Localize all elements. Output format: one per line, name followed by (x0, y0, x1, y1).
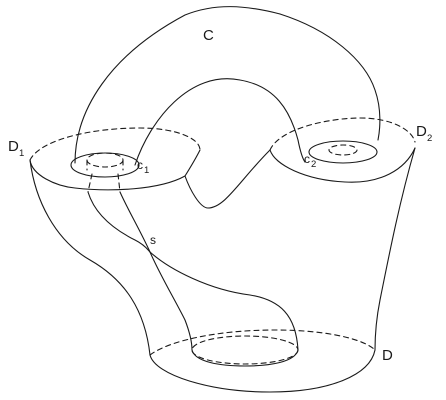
disc-D (149, 329, 376, 393)
label-c2: c 2 (304, 152, 316, 170)
disc-D-inner-back (191, 335, 299, 365)
disc-D2-inner-hole (328, 144, 358, 156)
boundary-c1 (70, 152, 140, 178)
disc-D1-right-edge (184, 149, 201, 177)
outer-left-side (29, 159, 151, 356)
tube-left-lower (149, 251, 193, 351)
label-C: C (203, 27, 214, 44)
disc-D1-back-rim (29, 127, 201, 161)
disc-D2-front-rim (269, 147, 416, 183)
outer-right-side (374, 147, 416, 351)
handle-inner-right-down (297, 139, 306, 163)
disc-D-front-rim (149, 349, 376, 393)
label-c2-sub: 2 (311, 159, 316, 170)
handle-inner-left (134, 78, 299, 166)
boundary-c2 (308, 140, 378, 164)
handle-outer-right (279, 13, 381, 141)
disc-D-back-rim (149, 329, 376, 356)
disc-D1-inner-tube (87, 173, 121, 193)
disc-D-inner-front (191, 349, 299, 367)
label-D: D (382, 347, 393, 364)
disc-D1-front-rim (29, 159, 186, 191)
tube-left-upper (87, 191, 151, 253)
label-s: s (150, 233, 156, 247)
disc-D2-back-rim (269, 117, 416, 151)
tube-right-lower (149, 251, 299, 351)
label-D1-main: D (8, 138, 19, 155)
label-D1: D 1 (8, 138, 24, 159)
label-D2: D 2 (416, 123, 432, 144)
label-D2-sub: 2 (427, 133, 432, 144)
tube-right-upper (119, 191, 151, 253)
disc-D1-inner-hole-top (86, 152, 124, 168)
handle-outer-left (74, 6, 281, 164)
label-c1-sub: 1 (144, 165, 149, 176)
middle-saddle-curve (184, 149, 271, 209)
label-D2-main: D (416, 123, 427, 140)
label-c1-main: c (137, 158, 143, 172)
disc-D2 (269, 117, 416, 183)
disc-D1 (29, 127, 201, 193)
label-D1-sub: 1 (19, 148, 24, 159)
label-c2-main: c (304, 152, 310, 166)
disc-D1-inner-hole-wall (86, 159, 124, 171)
saddle-tubes (87, 191, 299, 351)
label-c1: c 1 (137, 158, 149, 176)
